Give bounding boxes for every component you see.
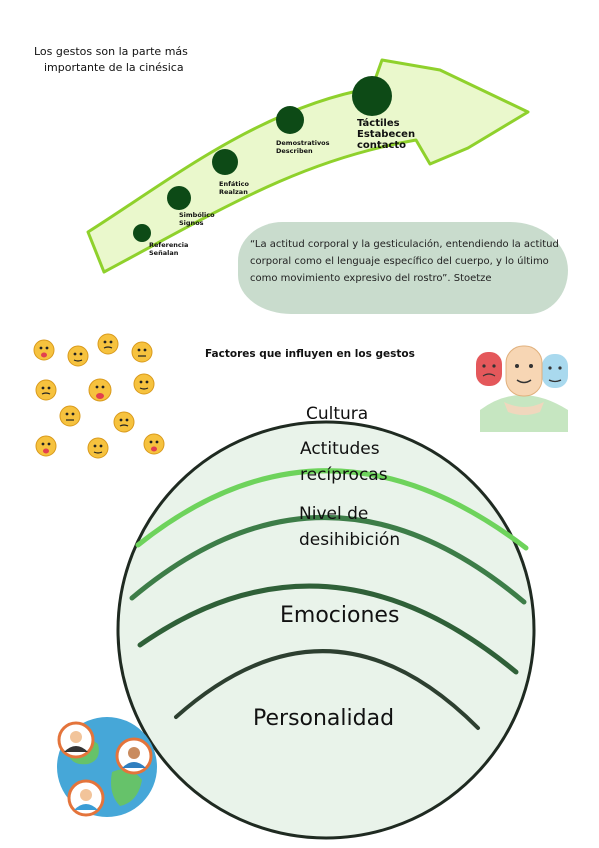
layer-arc-4: [174, 649, 480, 730]
step-dot-4: [276, 106, 304, 134]
step-label-4: Demostrativos Describen: [276, 139, 330, 155]
factors-title: Factores que influyen en los gestos: [205, 348, 415, 360]
layer-arc-3: [137, 583, 519, 675]
gesture-arrow: [86, 58, 530, 274]
step-dot-2: [167, 186, 191, 210]
layer-arc-1: [135, 468, 529, 551]
step-label-5: Táctiles Estabecen contacto: [357, 118, 416, 151]
step-label-3: Enfático Realzan: [219, 180, 249, 196]
layer-arc-2: [129, 515, 527, 605]
step-dot-5: [352, 76, 392, 116]
factors-circle: [116, 420, 536, 840]
intro-line-1: Los gestos son la parte más: [34, 45, 188, 58]
quote-background: [238, 222, 568, 314]
quote-text: “La actitud corporal y la gesticulación,…: [250, 239, 559, 284]
arrow-shape: [86, 58, 530, 274]
intro-text: Los gestos son la parte más importante d…: [34, 44, 234, 76]
step-label-2: Simbólico Signos: [179, 211, 215, 227]
theater-masks-icon: [476, 345, 568, 432]
layer-label-disinhibition: Nivel de desihibición: [299, 504, 401, 550]
emoji-faces-icon: [33, 333, 165, 459]
layer-label-personality: Personalidad: [253, 706, 395, 731]
step-dot-1: [133, 224, 151, 242]
layer-label-culture: Cultura: [306, 404, 369, 424]
globe-people-icon: [57, 717, 157, 817]
layer-label-attitudes: Actitudes recíprocas: [300, 439, 388, 485]
layer-label-emotions: Emociones: [280, 603, 400, 628]
step-dot-3: [212, 149, 238, 175]
circle-fill: [116, 420, 536, 840]
intro-line-2: importante de la cinésica: [44, 61, 184, 74]
step-label-1: Referencia Señalan: [149, 241, 189, 257]
